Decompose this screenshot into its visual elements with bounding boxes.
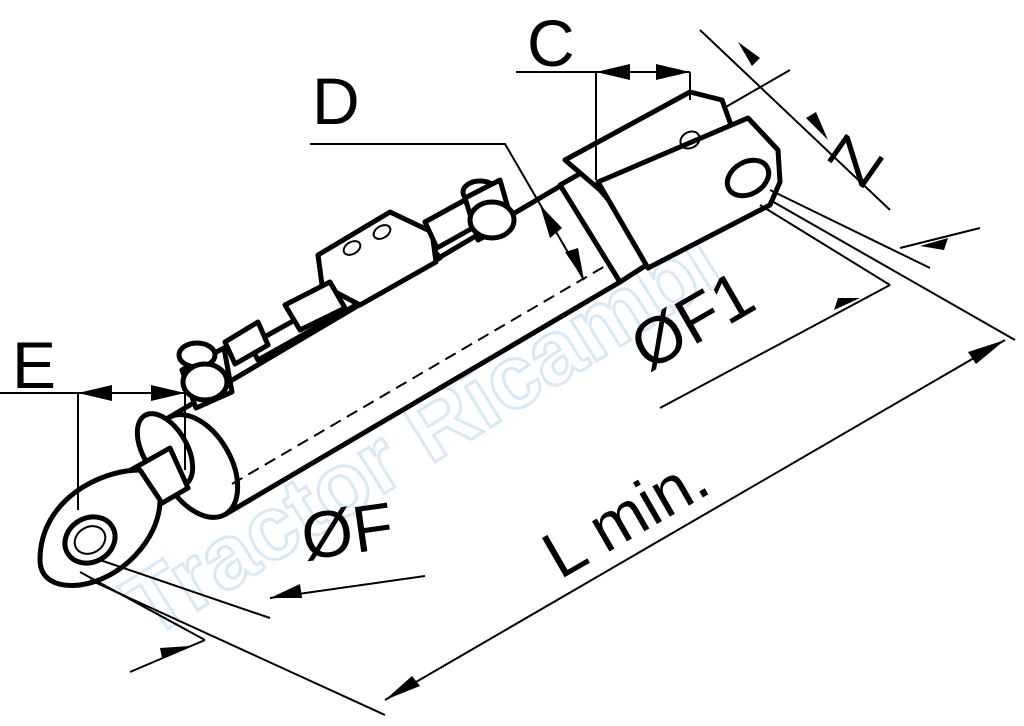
label-e: E (12, 328, 56, 402)
hydraulic-line (222, 197, 481, 367)
clevis-fork (562, 89, 783, 271)
label-d: D (312, 64, 360, 138)
banjo-fitting-front (460, 177, 517, 243)
dimension-e (0, 385, 186, 510)
label-l: L min. (530, 439, 721, 592)
dimension-f (79, 559, 426, 673)
label-c: C (527, 6, 575, 80)
dimension-z (699, 29, 891, 211)
dimension-d (310, 143, 585, 281)
banjo-fitting-rear (176, 340, 235, 411)
dimension-f1 (659, 189, 981, 409)
label-z: Z (813, 123, 897, 198)
dimension-l (89, 199, 1016, 716)
rod-eye (37, 467, 163, 589)
label-f: ØF (297, 488, 398, 574)
dimension-c (516, 64, 691, 180)
